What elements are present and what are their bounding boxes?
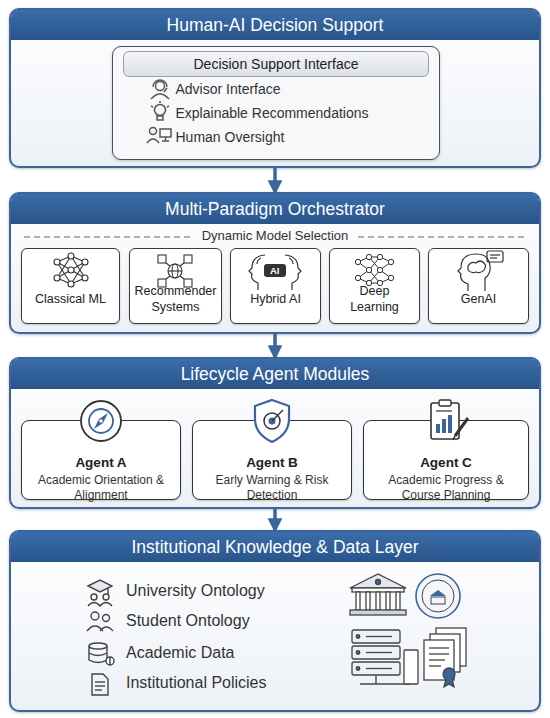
panel-title: Lifecycle Agent Modules	[11, 359, 539, 389]
model-box: Deep Learning	[329, 248, 420, 324]
agent-box: Agent B Early Warning & Risk Detection	[192, 420, 352, 500]
model-name: Deep Learning	[334, 284, 415, 315]
agent-name: Agent B	[246, 454, 298, 471]
agent-description: Early Warning & Risk Detection	[205, 473, 339, 503]
data-source-item: Institutional Policies	[126, 674, 336, 692]
agent-box: Agent A Academic Orientation & Alignment	[21, 420, 181, 500]
interface-item: Human Oversight	[176, 129, 426, 145]
agent-description: Academic Progress & Course Planning	[376, 473, 516, 503]
flow-arrow	[273, 168, 277, 192]
model-name: GenAI	[461, 292, 496, 308]
model-name: Hybrid AI	[250, 292, 301, 308]
agent-description: Academic Orientation & Alignment	[34, 473, 168, 503]
interface-item: Explainable Recommendations	[176, 105, 426, 121]
layer-panel: Lifecycle Agent ModulesAgent A Academic O…	[9, 357, 541, 509]
model-box: GenAI	[428, 248, 529, 324]
model-box: Classical ML	[21, 248, 120, 324]
model-name: Classical ML	[35, 292, 106, 308]
model-box: Recommender Systems	[129, 248, 222, 324]
panel-title: Multi-Paradigm Orchestrator	[11, 194, 539, 224]
layer-panel: Human-AI Decision SupportDecision Suppor…	[9, 8, 541, 168]
layer-panel: Multi-Paradigm OrchestratorClassical ML R…	[9, 192, 541, 334]
interface-item: Advisor Interface	[176, 81, 426, 97]
panel-tab-title: Decision Support Interface	[123, 51, 429, 77]
icon-badge: AI	[264, 264, 286, 277]
model-box: Hybrid AI AI	[230, 248, 321, 324]
section-subtitle: Dynamic Model Selection	[185, 228, 365, 243]
data-source-item: Student Ontology	[126, 612, 336, 630]
panel-title: Institutional Knowledge & Data Layer	[11, 532, 539, 562]
model-name: Recommender Systems	[134, 284, 217, 315]
flow-arrow	[273, 509, 277, 530]
panel-title: Human-AI Decision Support	[11, 10, 539, 40]
data-source-item: Academic Data	[126, 644, 336, 662]
layer-panel: Institutional Knowledge & Data LayerUniv…	[9, 530, 541, 712]
agent-name: Agent A	[75, 454, 126, 471]
agent-name: Agent C	[420, 454, 472, 471]
data-source-item: University Ontology	[126, 582, 336, 600]
flow-arrow	[273, 334, 277, 357]
agent-box: Agent C Academic Progress & Course Planni…	[363, 420, 529, 500]
interface-box: Decision Support InterfaceAdvisor Interf…	[112, 46, 440, 160]
